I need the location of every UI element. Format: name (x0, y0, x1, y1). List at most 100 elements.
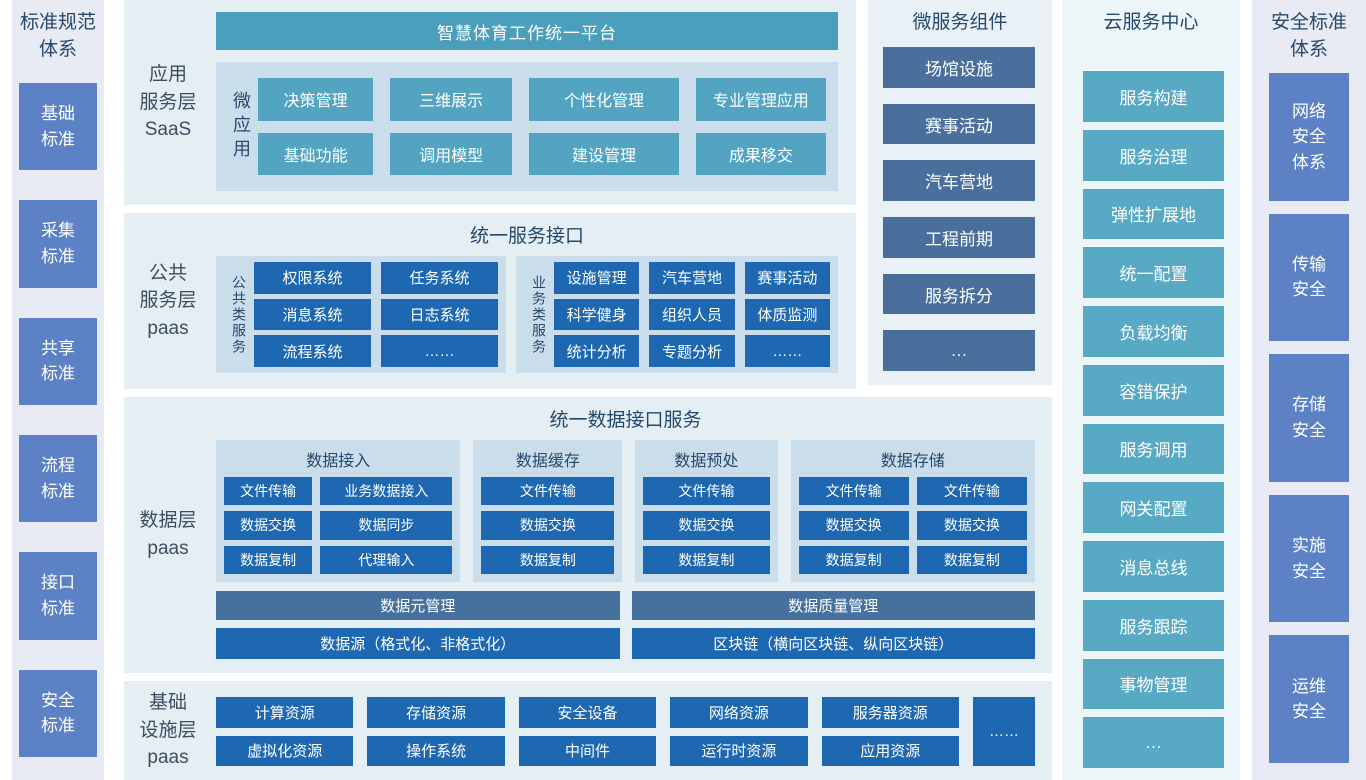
public-services-label: 公共类服务 (231, 274, 247, 355)
unified-service-interface-title: 统一服务接口 (469, 226, 584, 247)
infra-more-box: …… (973, 697, 1035, 766)
security-standards-title: 安全标准体系 (1270, 12, 1347, 60)
data-button: 文件传输 (798, 477, 909, 506)
cloud-service-button: 服务调用 (1083, 423, 1224, 475)
microservices-list: 场馆设施赛事活动汽车营地工程前期服务拆分… (883, 47, 1035, 372)
data-preprocess-group: 数据预处 文件传输数据交换数据复制 (635, 440, 778, 582)
microservice-button: 汽车营地 (883, 160, 1035, 202)
service-button: 体质监测 (744, 298, 830, 331)
platform-header: 智慧体育工作统一平台 (216, 12, 838, 50)
cloud-service-title: 云服务中心 (1103, 12, 1199, 33)
data-button: 数据复制 (224, 545, 313, 574)
infra-button: 虚拟化资源 (216, 735, 354, 766)
infra-button-row: 计算资源存储资源安全设备网络资源服务器资源 (216, 697, 959, 728)
service-button: …… (381, 335, 498, 367)
app-button: 三维展示 (390, 78, 513, 121)
data-storage-title: 数据存储 (880, 453, 945, 470)
cloud-service-button: 容错保护 (1083, 364, 1224, 416)
security-item: 存储安全 (1269, 354, 1349, 482)
cloud-service-button: 事物管理 (1083, 658, 1224, 710)
standards-spec-title: 标准规范体系 (19, 12, 96, 60)
security-standards-panel: 安全标准体系 网络安全体系传输安全存储安全实施安全运维安全 (1252, 0, 1366, 780)
service-button: 设施管理 (554, 262, 640, 294)
data-meta-bar: 数据元管理 (216, 591, 620, 620)
data-storage-list: 文件传输文件传输数据交换数据交换数据复制数据复制 (798, 477, 1028, 574)
app-button: 个性化管理 (529, 78, 679, 121)
cloud-service-button: 消息总线 (1083, 541, 1224, 592)
data-preprocess-title: 数据预处 (674, 453, 739, 470)
business-services-list: 设施管理汽车营地赛事活动科学健身组织人员体质监测统计分析专题分析…… (554, 262, 830, 367)
app-button: 基础功能 (258, 132, 374, 175)
infra-button: 应用资源 (821, 735, 959, 766)
standard-item: 安全标准 (19, 669, 97, 757)
data-button: 文件传输 (481, 477, 615, 506)
infra-button-row: 虚拟化资源操作系统中间件运行时资源应用资源 (216, 735, 959, 766)
infra-button: 网络资源 (670, 697, 808, 728)
data-button: 数据复制 (643, 545, 770, 574)
cloud-service-button: 服务跟踪 (1083, 599, 1224, 651)
service-button: 消息系统 (254, 298, 371, 331)
data-button: 数据复制 (798, 545, 909, 574)
service-button: 专题分析 (649, 335, 735, 367)
service-button: 组织人员 (649, 298, 735, 331)
app-button-row: 基础功能调用模型建设管理成果移交 (258, 132, 826, 175)
cloud-service-button: 服务构建 (1083, 71, 1224, 122)
standards-list: 基础标准采集标准共享标准流程标准接口标准安全标准 (19, 83, 97, 757)
data-access-group: 数据接入 文件传输业务数据接入数据交换数据同步数据复制代理输入 (216, 440, 461, 582)
data-button: 数据交换 (224, 511, 313, 540)
standard-item: 基础标准 (19, 83, 97, 171)
data-cache-title: 数据缓存 (515, 453, 580, 470)
microservice-button: 场馆设施 (883, 47, 1035, 88)
app-button: 调用模型 (390, 132, 513, 175)
infra-button: 计算资源 (216, 697, 354, 728)
public-services-list: 权限系统任务系统消息系统日志系统流程系统…… (254, 262, 498, 367)
microservice-button: 工程前期 (883, 217, 1035, 258)
standard-item: 采集标准 (19, 200, 97, 288)
data-button: 数据同步 (320, 511, 453, 540)
service-button: …… (744, 335, 830, 367)
data-quality-bar: 数据质量管理 (631, 591, 1035, 620)
blockchain-bar: 区块链（横向区块链、纵向区块链） (631, 628, 1035, 659)
microservices-panel: 微服务组件 场馆设施赛事活动汽车营地工程前期服务拆分… (868, 0, 1052, 385)
app-button: 建设管理 (529, 132, 679, 175)
microservice-button: 服务拆分 (883, 273, 1035, 315)
cloud-service-button: 统一配置 (1083, 247, 1224, 298)
infra-button: 服务器资源 (821, 697, 959, 728)
security-standards-list: 网络安全体系传输安全存储安全实施安全运维安全 (1269, 73, 1349, 763)
cloud-service-button: 弹性扩展地 (1083, 188, 1224, 240)
data-button: 文件传输 (224, 477, 313, 506)
security-item: 网络安全体系 (1269, 73, 1349, 201)
data-access-title: 数据接入 (306, 453, 371, 470)
data-button: 数据复制 (916, 545, 1028, 574)
infra-button: 运行时资源 (670, 735, 808, 766)
service-button: 日志系统 (381, 298, 498, 331)
infra-button: 操作系统 (367, 735, 505, 766)
data-button: 数据交换 (798, 511, 909, 540)
microservices-title: 微服务组件 (912, 12, 1008, 33)
data-storage-group: 数据存储 文件传输文件传输数据交换数据交换数据复制数据复制 (790, 440, 1036, 582)
security-item: 运维安全 (1269, 635, 1349, 763)
data-cache-group: 数据缓存 文件传输数据交换数据复制 (473, 440, 623, 582)
app-button: 决策管理 (258, 78, 374, 121)
data-source-bar: 数据源（格式化、非格式化） (216, 628, 620, 659)
data-button: 数据复制 (481, 545, 615, 574)
data-button: 数据交换 (643, 511, 770, 540)
standards-spec-panel: 标准规范体系 基础标准采集标准共享标准流程标准接口标准安全标准 (12, 0, 104, 780)
data-button: 代理输入 (320, 545, 453, 574)
public-services-group: 公共类服务 权限系统任务系统消息系统日志系统流程系统…… (216, 256, 506, 373)
service-button: 赛事活动 (744, 262, 830, 294)
infra-button: 存储资源 (367, 697, 505, 728)
infra-button: 中间件 (518, 735, 657, 766)
app-button-row: 决策管理三维展示个性化管理专业管理应用 (258, 78, 826, 121)
standard-item: 共享标准 (19, 317, 97, 405)
cloud-service-list: 服务构建服务治理弹性扩展地统一配置负载均衡容错保护服务调用网关配置消息总线服务跟… (1083, 71, 1224, 768)
micro-app-panel: 微应用 决策管理三维展示个性化管理专业管理应用 基础功能调用模型建设管理成果移交 (216, 62, 838, 191)
standard-item: 流程标准 (19, 434, 97, 523)
app-button: 专业管理应用 (695, 78, 826, 121)
